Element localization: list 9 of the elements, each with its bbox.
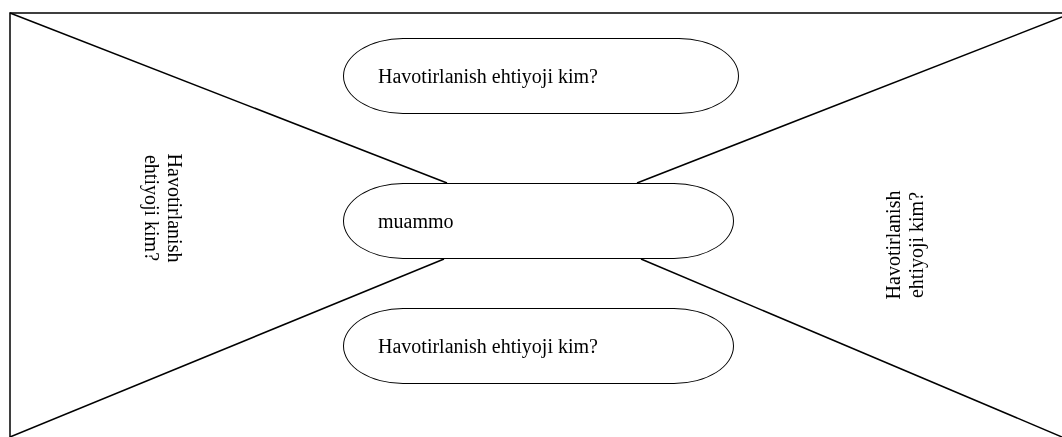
- rotated-label: Havotirlanish ehtiyoji kim?: [140, 152, 186, 265]
- node-text: muammo: [378, 209, 454, 233]
- node-text: Havotirlanish ehtiyoji kim?: [378, 64, 598, 88]
- connector-line: [636, 16, 1062, 184]
- node-text: Havotirlanish ehtiyoji kim?: [378, 334, 598, 358]
- connector-line: [640, 258, 1062, 437]
- rotated-label: Havotirlanish ehtiyoji kim?: [882, 189, 928, 302]
- connector-line: [9, 258, 445, 437]
- connector-line: [9, 12, 448, 184]
